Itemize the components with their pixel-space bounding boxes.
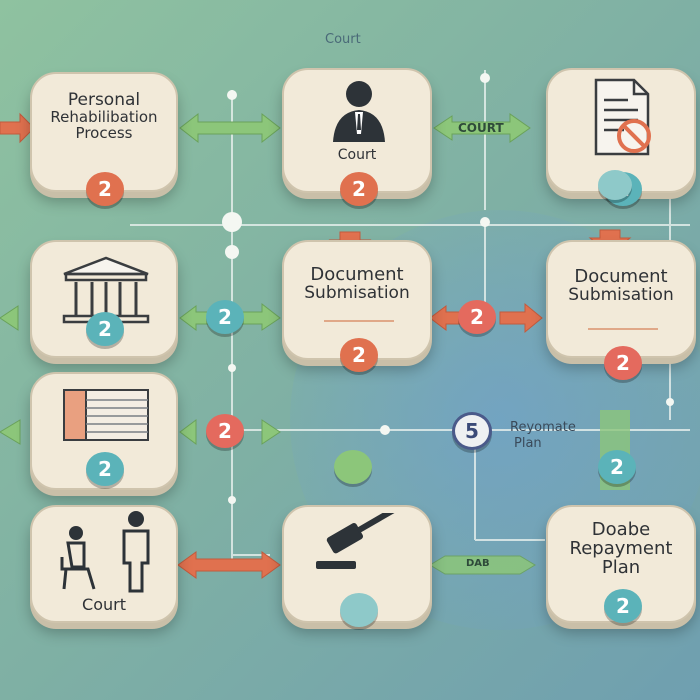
connector-node-left-mid[interactable]: 2 <box>206 300 244 334</box>
repayment-note: Reyomate Plan <box>510 420 576 453</box>
repayment-note-line1: Reyomate <box>510 420 576 435</box>
card-title-line1: Document <box>310 264 404 285</box>
card-title-line2: Submisation <box>568 284 674 305</box>
connector-dots <box>222 73 674 504</box>
bottom-arrow-label: DAB <box>466 558 490 569</box>
card-personal-rehabilitation[interactable]: Personal Rehabilibation Process 2 <box>30 72 178 206</box>
connector-node-center-right[interactable]: 2 <box>458 300 496 334</box>
connector-node-left-lower[interactable]: 2 <box>206 414 244 448</box>
connector-node-right-lower[interactable]: 2 <box>598 450 636 484</box>
court-arrow-label: COURT <box>458 121 504 135</box>
header-label: Court <box>325 32 361 47</box>
card-title-line2: Repayment <box>569 537 673 559</box>
connector-node-center-lower <box>334 450 372 484</box>
card-title-line3: Process <box>75 123 133 142</box>
card-underline <box>324 320 394 322</box>
card-gavel[interactable] <box>282 505 432 627</box>
card-title-line1: Doabe <box>591 519 651 540</box>
step-badge: 2 <box>340 172 378 206</box>
gavel-icon <box>316 513 398 569</box>
card-underline <box>588 328 658 330</box>
document-forbidden-icon <box>594 78 651 156</box>
step-badge: 2 <box>340 338 378 372</box>
card-repayment-plan[interactable]: Doabe Repayment Plan 2 <box>546 505 696 623</box>
step-badge: 2 <box>86 312 124 346</box>
card-title-line2: Submisation <box>304 282 410 303</box>
card-building-grid[interactable]: 2 <box>30 372 178 490</box>
step-badge: 2 <box>86 452 124 486</box>
office-building-icon <box>63 389 149 441</box>
people-meeting-icon <box>60 511 150 593</box>
card-courthouse[interactable]: 2 <box>30 240 178 358</box>
step-badge: 2 <box>604 346 642 380</box>
card-title-line3: Plan <box>601 556 641 578</box>
step-badge: 2 <box>604 589 642 623</box>
step-badge: 2 <box>86 172 124 206</box>
card-document-submission-right[interactable]: Document Submisation 2 <box>546 240 696 380</box>
repayment-note-line2: Plan <box>514 436 542 452</box>
connector-node-five[interactable]: 5 <box>452 412 492 450</box>
card-title-line2: Rehabilibation <box>50 107 158 126</box>
card-title-line1: Personal <box>67 90 141 110</box>
card-court-bottom-left[interactable]: Court <box>30 505 178 623</box>
card-court-top[interactable]: Court 2 <box>282 68 432 206</box>
card-title-line1: Document <box>574 266 668 287</box>
businessman-icon <box>333 81 385 142</box>
card-court-bottom-label: Court <box>82 595 126 614</box>
card-court-top-label: Court <box>337 147 377 163</box>
card-document-submission-center[interactable]: Document Submisation 2 <box>282 240 432 372</box>
empty-badge <box>340 593 378 627</box>
connector-node-top-right <box>598 170 632 200</box>
